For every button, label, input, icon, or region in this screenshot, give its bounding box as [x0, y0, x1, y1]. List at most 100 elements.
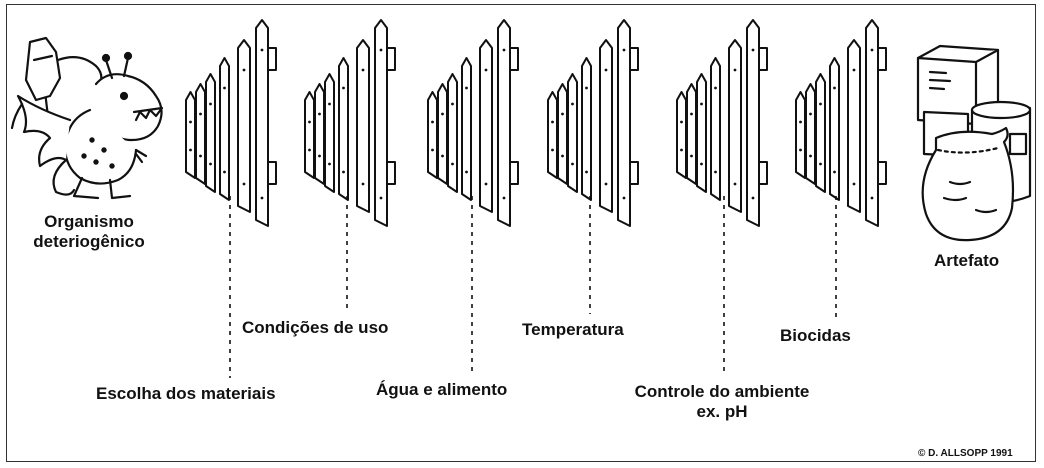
fence-nail: [242, 182, 246, 186]
fence-rail: [267, 161, 277, 185]
fence-nail: [441, 112, 444, 116]
fence-nail: [308, 148, 311, 152]
barrier-label-environment-line2: ex. pH: [696, 402, 748, 421]
fence-nail: [799, 120, 802, 124]
fence-rail: [386, 161, 396, 185]
fence-nail: [690, 154, 693, 158]
fence-nail: [502, 196, 506, 200]
fence-picket: [304, 91, 315, 179]
barrier-label-water-food: Água e alimento: [376, 380, 508, 399]
fence-nail: [318, 112, 321, 116]
fence-nail: [604, 182, 608, 186]
fence-picket: [205, 73, 216, 193]
fence-nail: [870, 196, 874, 200]
fence-nail: [585, 86, 588, 90]
fence-nail: [361, 182, 365, 186]
fence-nail: [260, 48, 264, 52]
fence-nail: [379, 48, 383, 52]
artifact-label: Artefato: [934, 251, 1000, 270]
fence-nail: [690, 112, 693, 116]
fence-nail: [714, 86, 717, 90]
fence-nail: [223, 86, 226, 90]
fence-rail: [509, 47, 519, 71]
fence-nail: [379, 196, 383, 200]
fence-nail: [622, 48, 626, 52]
fence-nail: [484, 68, 488, 72]
fence-nail: [571, 162, 574, 166]
fence-picket: [237, 39, 251, 213]
fence-nail: [465, 86, 468, 90]
fence-nail: [733, 68, 737, 72]
barrier-label-temperature: Temperatura: [522, 320, 624, 339]
fence-2: [304, 19, 396, 227]
fence-picket: [815, 73, 826, 193]
fence-nail: [209, 162, 212, 166]
copyright-notice: © D. ALLSOPP 1991: [918, 448, 1013, 459]
fence-picket: [497, 19, 511, 227]
fence-nail: [242, 68, 246, 72]
fence-picket: [805, 83, 816, 185]
fence-nail: [870, 48, 874, 52]
fence-nail: [561, 154, 564, 158]
fence-picket: [356, 39, 370, 213]
fence-picket: [479, 39, 493, 213]
fence-nail: [809, 112, 812, 116]
fence-nail: [561, 112, 564, 116]
fence-nail: [441, 154, 444, 158]
fence-nail: [799, 148, 802, 152]
fence-nail: [571, 102, 574, 106]
fence-rail: [629, 161, 639, 185]
fence-rail: [877, 161, 887, 185]
fence-nail: [223, 170, 226, 174]
fence-picket: [617, 19, 631, 227]
fence-picket: [829, 57, 840, 201]
fence-picket: [728, 39, 742, 213]
fence-nail: [622, 196, 626, 200]
fence-nail: [431, 148, 434, 152]
fence-nail: [189, 120, 192, 124]
fence-nail: [431, 120, 434, 124]
barrier-label-environment-line1: Controle do ambiente: [634, 382, 810, 401]
fence-rail: [267, 47, 277, 71]
fence-nail: [733, 182, 737, 186]
fence-rail: [509, 161, 519, 185]
fence-nail: [361, 68, 365, 72]
fence-nail: [680, 148, 683, 152]
fence-nail: [551, 148, 554, 152]
barrier-connectors: [229, 196, 837, 378]
fence-nail: [751, 48, 755, 52]
fence-picket: [557, 83, 568, 185]
crates-and-sack-icon: [916, 44, 1032, 242]
fence-picket: [447, 73, 458, 193]
fence-nail: [751, 196, 755, 200]
fence-picket: [185, 91, 196, 179]
barrier-label-use-conditions: Condições de uso: [242, 318, 389, 337]
fence-nail: [328, 162, 331, 166]
fence-nail: [585, 170, 588, 174]
fence-nail: [680, 120, 683, 124]
fence-picket: [547, 91, 558, 179]
fence-nail: [465, 170, 468, 174]
fence-nail: [833, 86, 836, 90]
fence-rail: [386, 47, 396, 71]
organism-label: Organismo deteriogênico: [12, 212, 166, 252]
diagram-frame: [6, 4, 1036, 462]
barrier-label-biocides: Biocidas: [780, 326, 851, 345]
fence-picket: [427, 91, 438, 179]
fence-picket: [746, 19, 760, 227]
fence-picket: [847, 39, 861, 213]
fence-picket: [686, 83, 697, 185]
fence-nail: [209, 102, 212, 106]
fence-nail: [809, 154, 812, 158]
fence-picket: [338, 57, 349, 201]
fence-nail: [852, 68, 856, 72]
fence-picket: [865, 19, 879, 227]
fence-nail: [328, 102, 331, 106]
barrier-label-materials: Escolha dos materiais: [96, 384, 276, 403]
fence-nail: [260, 196, 264, 200]
fence-picket: [599, 39, 613, 213]
fence-nail: [502, 48, 506, 52]
fence-nail: [308, 120, 311, 124]
fence-nail: [852, 182, 856, 186]
